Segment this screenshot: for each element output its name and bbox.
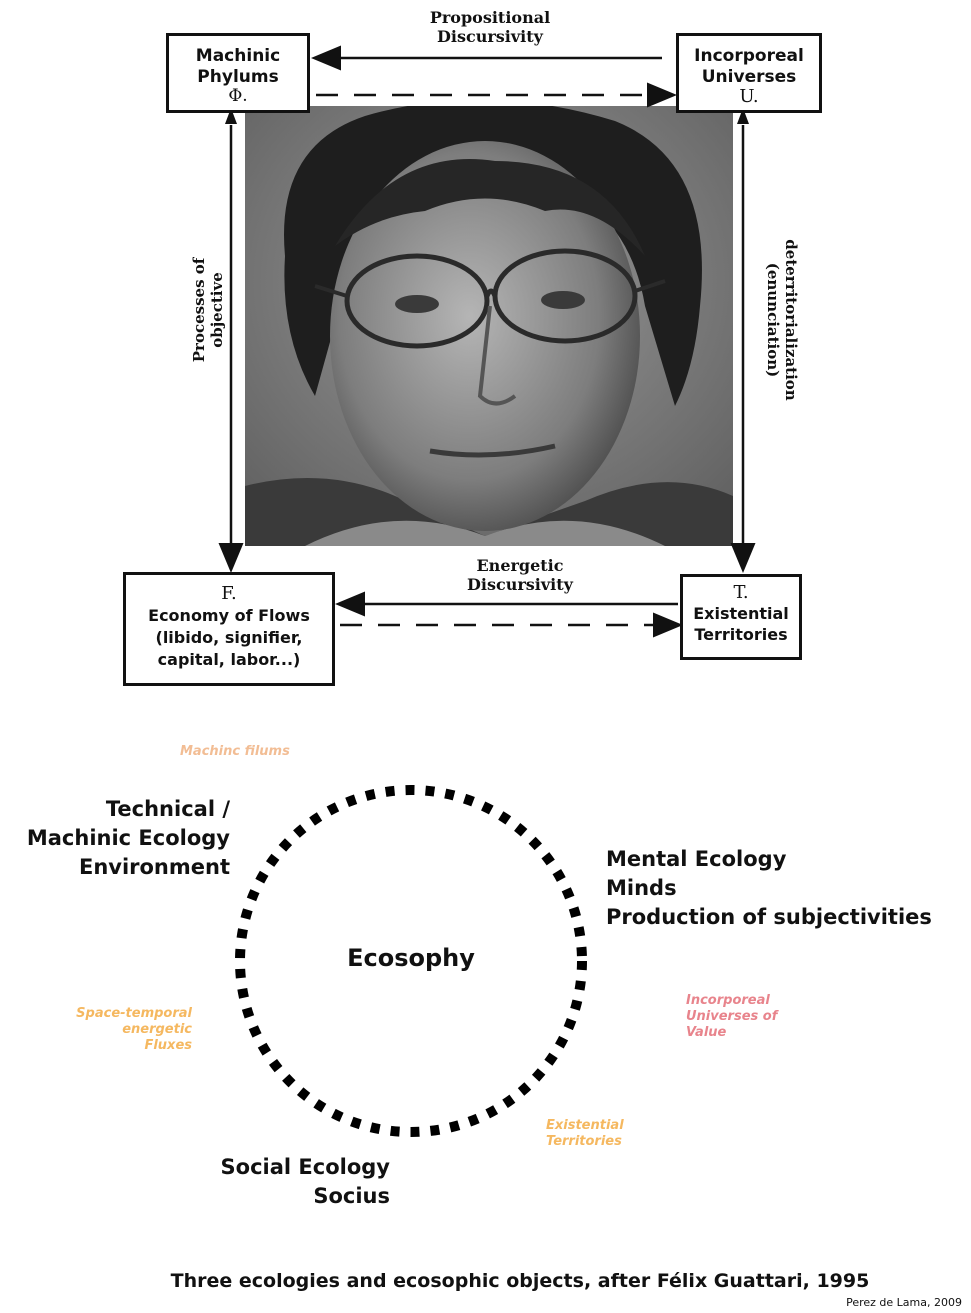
u-symbol: U.: [739, 86, 759, 107]
phylums-line: Phylums: [197, 67, 279, 87]
machinic-phylums-box: Machinic Phylums Φ.: [166, 33, 310, 113]
machinic-ecology-line: Machinic Ecology: [26, 826, 230, 850]
processes-line-1: Processes of: [190, 257, 208, 363]
value-line: Value: [686, 1025, 727, 1040]
existential-territories-label: Existential Territories: [546, 1118, 686, 1150]
economy-line: Economy of Flows: [148, 606, 310, 625]
universes-of-line: Universes of: [686, 1009, 778, 1024]
mental-ecology-line: Mental Ecology: [606, 847, 787, 871]
machinc-filums-label: Machinc filums: [180, 744, 290, 759]
minds-line: Minds: [606, 876, 677, 900]
mental-ecology-label: Mental Ecology Minds Production of subje…: [606, 845, 971, 932]
incorporeal-line: Incorporeal: [686, 993, 770, 1008]
capital-line: capital, labor...): [157, 650, 301, 669]
energetic-label: Energetic Discursivity: [430, 556, 610, 594]
deterritorialization-line-2: (enunciation): [764, 262, 782, 378]
processes-line-2: objective: [208, 272, 226, 348]
existential-line: Existential: [546, 1118, 624, 1133]
deterritorialization-line-1: deterritorialization: [782, 239, 800, 401]
diagram-arrows: [218, 45, 756, 638]
social-ecology-line: Social Ecology: [220, 1155, 390, 1179]
universes-line: Universes: [701, 67, 797, 87]
caption: Three ecologies and ecosophic objects, a…: [170, 1270, 870, 1292]
f-symbol: F.: [221, 583, 237, 604]
machinic-line: Machinic: [195, 46, 281, 66]
energetic-line-2: Discursivity: [467, 575, 573, 594]
t-symbol: T.: [733, 582, 749, 603]
energetic-line-1: Energetic: [476, 556, 564, 575]
processes-label: Processes of objective: [190, 220, 230, 400]
socius-line: Socius: [313, 1184, 390, 1208]
portrait-image: [245, 106, 733, 546]
economy-of-flows-box: F. Economy of Flows (libido, signifier, …: [123, 572, 335, 686]
credit: Perez de Lama, 2009: [846, 1296, 962, 1309]
propositional-line-2: Discursivity: [437, 27, 543, 46]
propositional-line-1: Propositional: [429, 8, 551, 27]
space-temporal-label: Space-temporal energetic Fluxes: [40, 1006, 192, 1054]
existential-line: Existential: [693, 604, 789, 623]
territories-line: Territories: [546, 1134, 622, 1149]
incorporeal-line: Incorporeal: [694, 46, 804, 66]
ecosophy-center-label: Ecosophy: [347, 944, 475, 972]
phi-symbol: Φ.: [228, 86, 248, 106]
deterritorialization-label: deterritorialization (enunciation): [760, 220, 800, 420]
fluxes-line: Fluxes: [144, 1038, 192, 1053]
subjectivities-line: Production of subjectivities: [606, 905, 932, 929]
technical-line: Technical /: [105, 797, 230, 821]
social-ecology-label: Social Ecology Socius: [160, 1153, 390, 1211]
energetic-line: energetic: [122, 1022, 192, 1037]
existential-territories-box: T. Existential Territories: [680, 574, 802, 660]
environment-line: Environment: [78, 855, 230, 879]
space-temporal-line: Space-temporal: [76, 1006, 192, 1021]
incorporeal-universes-box: Incorporeal Universes U.: [676, 33, 822, 113]
incorporeal-value-label: Incorporeal Universes of Value: [686, 993, 846, 1041]
territories-line: Territories: [694, 625, 788, 644]
propositional-label: Propositional Discursivity: [400, 8, 580, 46]
technical-ecology-label: Technical / Machinic Ecology Environment: [0, 795, 230, 882]
portrait-photo: [245, 106, 733, 546]
libido-line: (libido, signifier,: [155, 628, 303, 647]
